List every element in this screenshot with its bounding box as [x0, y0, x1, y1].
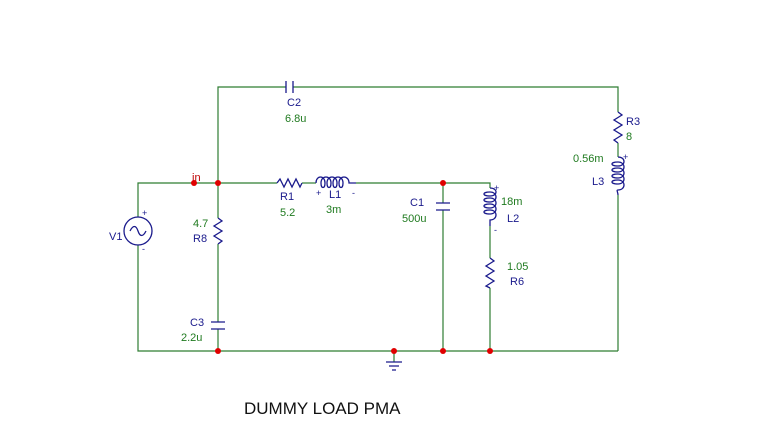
l3-value: 0.56m — [573, 153, 604, 165]
l1-plus: + — [316, 188, 321, 198]
r8-ref: R8 — [193, 233, 207, 245]
resistor-r6[interactable] — [484, 257, 496, 289]
capacitor-c1[interactable] — [436, 202, 450, 211]
c1-ref: C1 — [410, 197, 424, 209]
node-in-label — [191, 180, 197, 186]
schematic-title: DUMMY LOAD PMA — [244, 399, 401, 418]
inductor-l3[interactable] — [611, 156, 625, 196]
l1-value: 3m — [326, 204, 341, 216]
c3-ref: C3 — [190, 317, 204, 329]
node-r6-bottom — [487, 348, 493, 354]
wire-source-bottom — [137, 245, 618, 352]
wire-top-left — [217, 86, 286, 183]
wire-l1-c1 — [356, 182, 491, 188]
v1-minus: - — [142, 244, 145, 254]
l2-plus: + — [494, 183, 499, 193]
resistor-r3[interactable] — [612, 111, 624, 144]
resistor-r8[interactable] — [212, 217, 224, 245]
capacitor-c3[interactable] — [211, 321, 225, 330]
l1-ref: L1 — [329, 189, 341, 201]
v1-plus: + — [142, 208, 147, 218]
node-ground — [391, 348, 397, 354]
wire-source-top — [137, 182, 218, 217]
node-c1-bottom — [440, 348, 446, 354]
junction-nodes — [191, 180, 493, 354]
node-c3-bottom — [215, 348, 221, 354]
r8-value: 4.7 — [193, 218, 208, 230]
wires — [137, 86, 619, 362]
c2-ref: C2 — [287, 97, 301, 109]
l1-minus: - — [352, 188, 355, 198]
capacitor-c2[interactable] — [285, 81, 294, 93]
inductor-l2[interactable] — [483, 187, 497, 226]
v1-ref: V1 — [109, 231, 122, 243]
r6-value: 1.05 — [507, 261, 528, 273]
r1-value: 5.2 — [280, 207, 295, 219]
c3-value: 2.2u — [181, 332, 202, 344]
r1-ref: R1 — [280, 191, 294, 203]
l2-minus: - — [494, 225, 497, 235]
c2-value: 6.8u — [285, 113, 306, 125]
node-c1-top — [440, 180, 446, 186]
r3-ref: R3 — [626, 116, 640, 128]
wire-top-right — [293, 86, 619, 112]
l3-plus: + — [623, 152, 628, 162]
c1-value: 500u — [402, 213, 426, 225]
l3-ref: L3 — [592, 176, 604, 188]
ac-source-v1[interactable] — [123, 216, 153, 246]
resistor-r1[interactable] — [276, 177, 303, 189]
ground-symbol — [386, 361, 402, 371]
node-in — [215, 180, 221, 186]
r6-ref: R6 — [510, 276, 524, 288]
l2-ref: L2 — [507, 213, 519, 225]
r3-value: 8 — [626, 131, 632, 143]
net-label-in: in — [192, 172, 201, 184]
l2-value: 18m — [501, 196, 522, 208]
inductor-l1[interactable] — [315, 176, 356, 189]
